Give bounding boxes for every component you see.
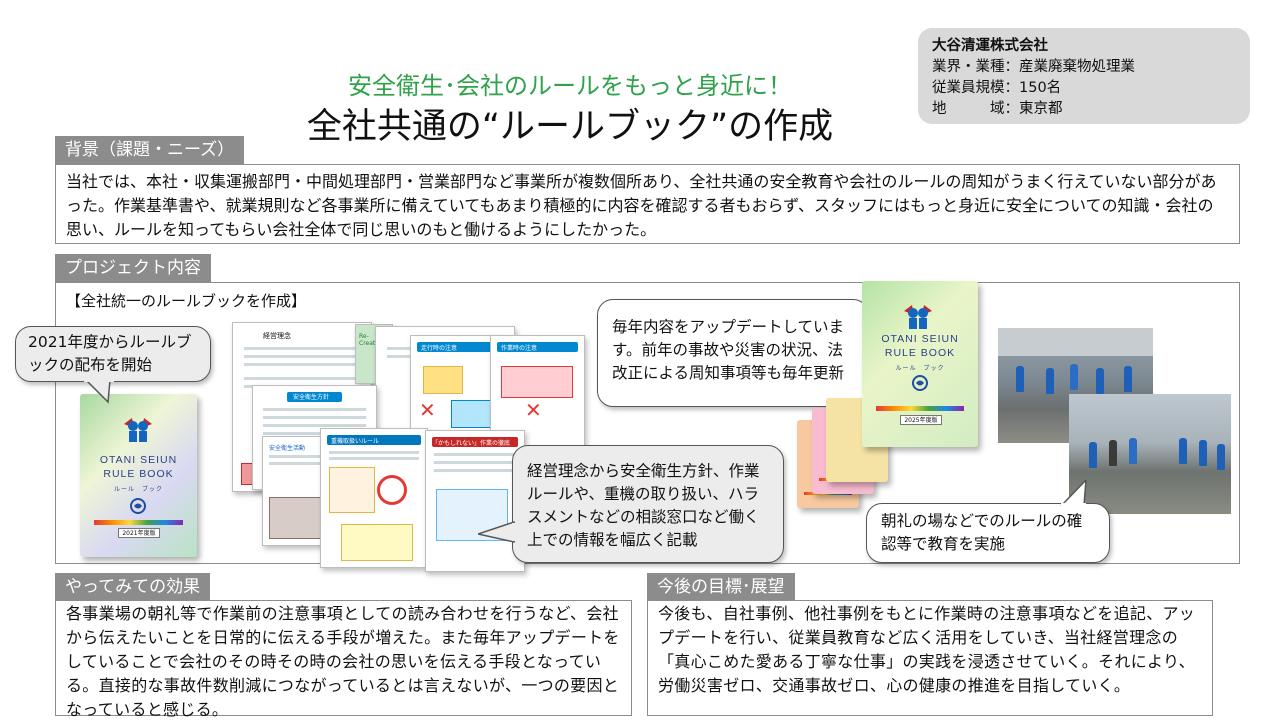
photo-morning-meeting-2 bbox=[1069, 394, 1231, 514]
callout-pointer bbox=[1060, 480, 1087, 506]
book-title-line1: OTANI SEIUN bbox=[99, 454, 178, 466]
page-title-philosophy: 経営理念 bbox=[263, 332, 291, 340]
page-title-recreation: Re-Creation bbox=[359, 333, 385, 347]
effect-section-label: やってみての効果 bbox=[55, 573, 211, 601]
effect-text: 各事業場の朝礼等で作業前の注意事項としての読み合わせを行うなど、会社から伝えたい… bbox=[55, 600, 632, 719]
page-title-driving: 走行時の注意 bbox=[421, 345, 458, 352]
project-section-label: プロジェクト内容 bbox=[55, 254, 211, 282]
book-year-label: 2025年度版 bbox=[900, 415, 942, 425]
page-title: 全社共通の“ルールブック”の作成 bbox=[306, 107, 834, 147]
book-color-stripe bbox=[875, 406, 965, 411]
page-title-activities: 安全衛生活動 bbox=[269, 445, 306, 452]
future-section-label: 今後の目標･展望 bbox=[647, 573, 795, 601]
callout-book-contents: 経営理念から安全衛生方針、作業ルールや、重機の取り扱い、ハラスメントなどの相談窓… bbox=[512, 445, 784, 563]
page-title-maybe-work: 「かもしれない」作業の徹底 bbox=[432, 440, 511, 447]
background-section-label: 背景（課題・ニーズ） bbox=[55, 136, 245, 164]
book-title-line2: RULE BOOK bbox=[103, 468, 174, 480]
mascot-icon bbox=[900, 301, 936, 331]
company-logo-icon bbox=[130, 498, 146, 514]
company-industry: 業界・業種：産業廃棄物処理業 bbox=[932, 59, 1135, 75]
book-title-line2: RULE BOOK bbox=[884, 347, 956, 359]
page-thumbnail-heavy-machinery: 重機取扱いルール bbox=[320, 428, 428, 568]
book-subtitle: ルール ブック bbox=[895, 366, 945, 372]
callout-pointer bbox=[84, 380, 114, 404]
company-region: 地 域：東京都 bbox=[932, 101, 1063, 117]
book-subtitle: ルール ブック bbox=[113, 487, 163, 493]
future-text: 今後も、自社事例、他社事例をもとに作業時の注意事項などを追記、アップデートを行い… bbox=[647, 600, 1213, 716]
page-thumbnail-maybe-work: 「かもしれない」作業の徹底 bbox=[425, 430, 525, 572]
page-title-safety-policy: 安全衛生方針 bbox=[293, 394, 330, 401]
book-title-line1: OTANI SEIUN bbox=[881, 333, 959, 345]
prohibit-circle-icon bbox=[377, 475, 407, 505]
page-title-work: 作業時の注意 bbox=[501, 345, 538, 352]
company-employees: 従業員規模：150名 bbox=[932, 80, 1062, 96]
callout-yearly-update: 毎年内容をアップデートしています。前年の事故や災害の状況、法改正による周知事項等… bbox=[597, 299, 869, 407]
company-logo-icon bbox=[912, 375, 928, 391]
prohibit-x-icon: ✕ bbox=[419, 398, 436, 422]
rulebook-cover-2025: OTANI SEIUN RULE BOOK ルール ブック 2025年度版 bbox=[862, 281, 978, 447]
background-text: 当社では、本社・収集運搬部門・中間処理部門・営業部門など事業所が複数個所あり、全… bbox=[55, 164, 1240, 244]
mascot-icon bbox=[120, 414, 156, 444]
company-info-box: 大谷清運株式会社 業界・業種：産業廃棄物処理業 従業員規模：150名 地 域：東… bbox=[918, 28, 1250, 124]
callout-distribution-start: 2021年度からルールブックの配布を開始 bbox=[15, 326, 211, 382]
book-year-label: 2021年度版 bbox=[118, 528, 160, 538]
book-color-stripe bbox=[94, 520, 183, 525]
prohibit-x-icon: ✕ bbox=[525, 398, 542, 422]
page-title-heavy-machinery: 重機取扱いルール bbox=[331, 438, 380, 445]
company-name: 大谷清運株式会社 bbox=[932, 38, 1048, 54]
callout-training: 朝礼の場などでのルールの確認等で教育を実施 bbox=[866, 503, 1110, 563]
page-subtitle: 安全衛生･会社のルールをもっと身近に！ bbox=[348, 72, 792, 100]
rulebook-cover-2021: OTANI SEIUN RULE BOOK ルール ブック 2021年度版 bbox=[80, 394, 197, 557]
callout-pointer bbox=[478, 520, 516, 543]
project-heading: 【全社統一のルールブックを作成】 bbox=[66, 292, 307, 310]
